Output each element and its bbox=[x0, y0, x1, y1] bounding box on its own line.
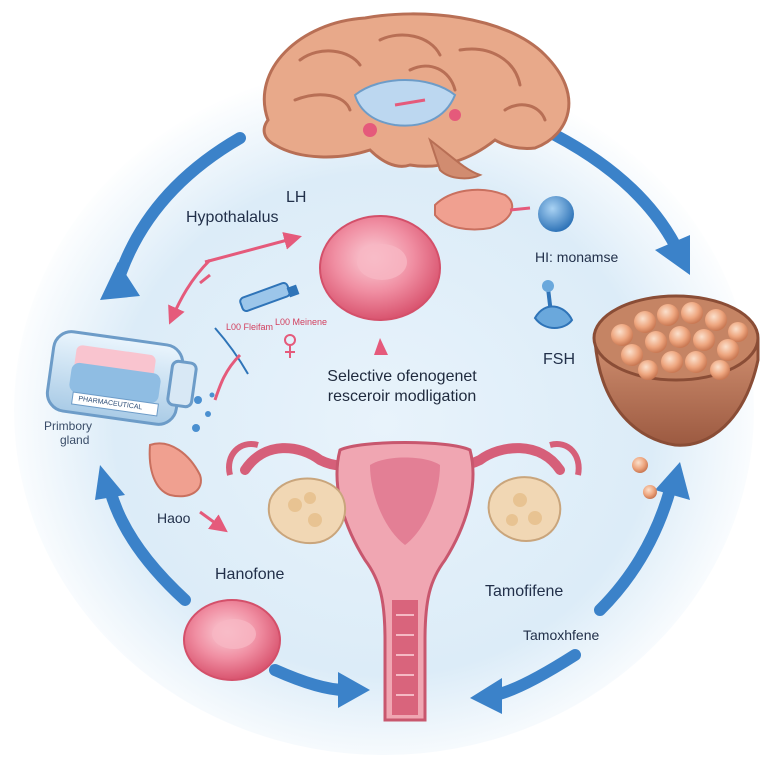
follicle bbox=[681, 302, 703, 324]
label-fsh: FSH bbox=[543, 351, 575, 368]
arrow-left-up bbox=[104, 484, 191, 606]
capsule-cap bbox=[286, 284, 300, 298]
female-symbol-cross bbox=[285, 345, 295, 358]
pink-arrow-to-cell bbox=[204, 232, 302, 264]
drop-2 bbox=[205, 411, 211, 417]
follicle bbox=[693, 329, 715, 351]
brain-hormone-line bbox=[394, 98, 426, 107]
gland-icon bbox=[434, 188, 514, 231]
drop-3 bbox=[192, 424, 200, 432]
vial-neck bbox=[166, 359, 198, 409]
label-tiny-1: L00 Fleifam bbox=[226, 322, 274, 332]
arrow-right-up-head bbox=[655, 462, 690, 500]
fimbriae bbox=[226, 441, 582, 476]
label-tamoxifene: Tamoxhfene bbox=[523, 627, 600, 643]
ovary-left bbox=[267, 477, 347, 545]
gland-icon-left bbox=[148, 442, 202, 498]
arrow-top-left-head bbox=[100, 262, 140, 300]
loose-follicle bbox=[632, 457, 648, 473]
follicle bbox=[634, 311, 656, 333]
canal-ridges bbox=[396, 614, 414, 696]
blue-curve bbox=[214, 327, 249, 375]
follicle bbox=[728, 322, 748, 342]
follicle bbox=[685, 351, 707, 373]
label-lh: LH bbox=[286, 189, 307, 206]
label-selective-2: resceroir modligation bbox=[327, 388, 477, 405]
label-pituitary-2: gland bbox=[60, 433, 90, 447]
receptor-top bbox=[542, 280, 554, 292]
label-tamofifene: Tamofifene bbox=[485, 583, 564, 600]
pink-arrow-haoo bbox=[199, 510, 228, 533]
female-symbol-icon bbox=[284, 334, 296, 358]
arrow-right-up bbox=[594, 484, 676, 616]
receptor-body bbox=[533, 305, 574, 329]
arrow-bottom-right-head bbox=[470, 678, 502, 714]
cycle-arrows bbox=[95, 129, 690, 714]
follicle bbox=[710, 360, 730, 380]
arrow-left-up-head bbox=[95, 465, 125, 500]
receptor-icon bbox=[533, 280, 574, 329]
label-selective-1: Selective ofenogenet bbox=[327, 368, 477, 385]
gland-connector bbox=[509, 206, 531, 212]
follicle bbox=[611, 324, 633, 346]
drop-1 bbox=[194, 396, 202, 404]
label-hanofone: Hanofone bbox=[215, 566, 285, 583]
brain-node-right bbox=[449, 109, 461, 121]
vial-icon bbox=[45, 330, 215, 432]
drop-4 bbox=[209, 392, 215, 398]
label-haoo: Haoo bbox=[157, 510, 191, 526]
uterus-body bbox=[335, 441, 475, 722]
background-glow bbox=[14, 65, 754, 755]
follicle bbox=[657, 304, 679, 326]
follicle bbox=[717, 339, 739, 361]
molecule-icon bbox=[538, 196, 574, 232]
label-hypothalamus: Hypothalalus bbox=[186, 209, 279, 226]
ovary-follicle bbox=[308, 513, 322, 527]
pink-squiggle bbox=[199, 273, 242, 401]
arrow-bottom-left-head bbox=[338, 672, 370, 708]
follicle bbox=[661, 351, 683, 373]
uterus-icon bbox=[226, 441, 582, 722]
follicle bbox=[621, 344, 643, 366]
label-pituitary-1: Primbory bbox=[44, 419, 93, 433]
pink-arrow-down bbox=[168, 258, 212, 325]
ovary-follicle bbox=[304, 492, 316, 504]
ovary-follicle bbox=[288, 498, 302, 512]
follicle-cluster bbox=[611, 302, 748, 380]
ovary-follicle bbox=[528, 511, 542, 525]
capsule-icon bbox=[239, 281, 300, 313]
ovary-icon bbox=[267, 476, 562, 545]
vaginal-canal bbox=[392, 600, 418, 715]
cell-down-arrow bbox=[374, 338, 388, 355]
brainstem bbox=[428, 137, 483, 180]
arrow-top-left bbox=[114, 132, 246, 281]
follicle bbox=[705, 309, 727, 331]
follicle bbox=[669, 326, 691, 348]
arrow-top-right bbox=[549, 129, 681, 251]
label-tiny-2: L00 Meinene bbox=[275, 317, 328, 327]
arrow-top-right-head bbox=[655, 235, 690, 275]
follicle bbox=[638, 360, 658, 380]
uterine-cavity bbox=[370, 457, 440, 545]
follicle bbox=[645, 331, 667, 353]
bowl-icon bbox=[592, 294, 760, 499]
brain-folds bbox=[293, 33, 547, 122]
cell-nucleus-bottom bbox=[212, 619, 256, 649]
cell-nucleus-center bbox=[357, 244, 407, 280]
brain-node-left bbox=[363, 123, 377, 137]
brain-icon bbox=[262, 12, 571, 180]
ovary-follicle bbox=[506, 514, 518, 526]
vial-label-band bbox=[71, 391, 159, 417]
ovary-follicle bbox=[513, 493, 527, 507]
loose-follicle bbox=[643, 485, 657, 499]
vial-liquid-blue bbox=[69, 362, 161, 404]
label-hl-monamse: HI: monamse bbox=[535, 249, 619, 265]
ovary-right bbox=[487, 476, 562, 543]
